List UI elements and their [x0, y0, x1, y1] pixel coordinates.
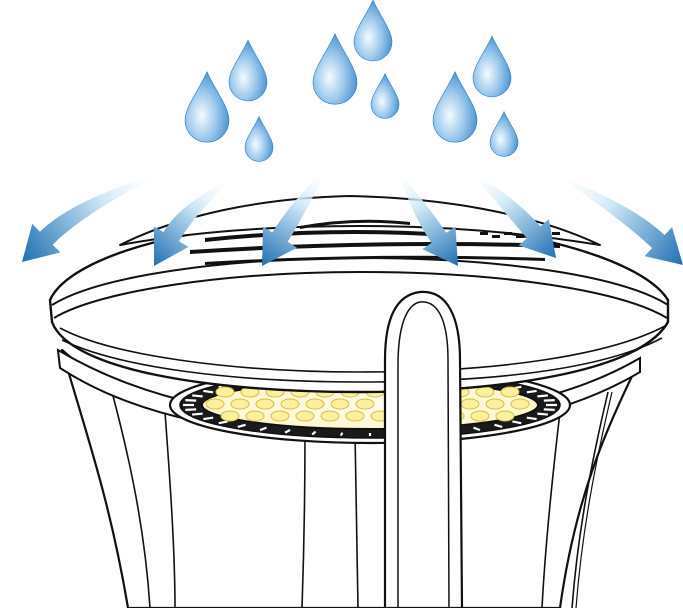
led-emitter: [356, 399, 374, 409]
rain-drops: [185, 0, 518, 161]
led-emitter: [496, 411, 514, 421]
led-emitter: [486, 399, 504, 409]
rain-drop: [433, 72, 477, 142]
vent-slot: [192, 414, 202, 415]
led-emitter: [501, 387, 519, 397]
rain-drop: [371, 74, 399, 119]
rain-drop: [229, 40, 267, 101]
vent-slot: [537, 395, 547, 396]
led-emitter: [271, 411, 289, 421]
rain-drop: [185, 72, 229, 142]
vent-slot: [527, 418, 537, 419]
rain-drop: [313, 34, 357, 104]
vent-slot: [203, 391, 213, 392]
led-emitter: [331, 399, 349, 409]
led-emitter: [231, 399, 249, 409]
heat-sink-fin: [504, 232, 512, 235]
led-emitter: [246, 411, 264, 421]
rain-drop: [354, 0, 392, 61]
led-emitter: [461, 399, 479, 409]
led-emitter: [296, 411, 314, 421]
rain-drop: [245, 117, 273, 162]
led-emitter: [256, 399, 274, 409]
led-emitter: [281, 399, 299, 409]
rain-drop: [490, 112, 518, 157]
fixture-top-dome: [50, 196, 668, 392]
mounting-arm: [385, 292, 462, 608]
led-emitter: [346, 411, 364, 421]
led-emitter: [471, 411, 489, 421]
led-emitter: [216, 387, 234, 397]
heat-sink-fin: [516, 235, 524, 238]
rain-drop: [473, 36, 511, 97]
heat-sink-fin: [480, 232, 488, 235]
vent-slot: [192, 395, 202, 396]
led-emitter: [476, 387, 494, 397]
heat-sink-fin: [492, 235, 500, 238]
vent-slot: [341, 433, 343, 436]
vent-slot: [527, 391, 537, 392]
vent-slot: [537, 414, 547, 415]
led-emitter: [321, 411, 339, 421]
led-emitter: [511, 399, 529, 409]
vent-slot: [203, 418, 213, 419]
heat-sink-fin: [552, 232, 560, 235]
led-emitter: [221, 411, 239, 421]
led-emitter: [206, 399, 224, 409]
led-emitter: [306, 399, 324, 409]
